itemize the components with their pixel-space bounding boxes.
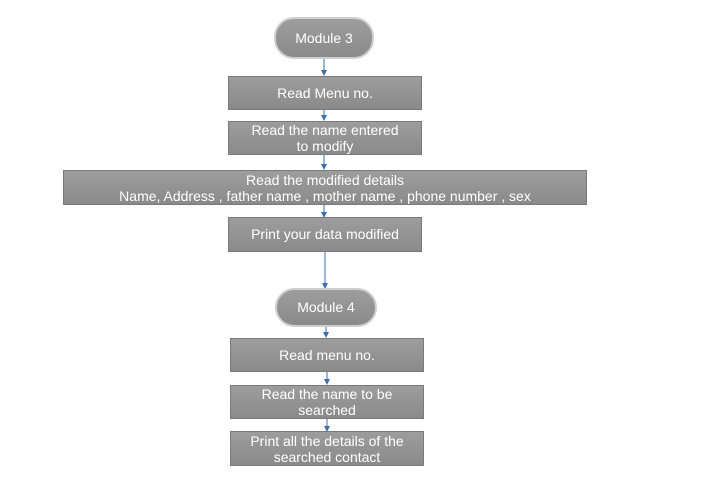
read-name-to-search-line1: Read the name to be [261, 386, 393, 402]
read-menu-no-m4-label: Read menu no. [279, 346, 375, 363]
read-menu-no-m4-process: Read menu no. [230, 338, 424, 372]
read-menu-no-label: Read Menu no. [277, 84, 373, 101]
read-name-to-modify-line1: Read the name entered [251, 122, 399, 138]
print-searched-contact-line2: searched contact [273, 448, 381, 465]
print-searched-contact-line1: Print all the details of the [250, 432, 404, 449]
module-3-terminator: Module 3 [274, 17, 374, 59]
module-4-label: Module 4 [297, 299, 355, 315]
read-modified-details-line1: Read the modified details [246, 171, 404, 188]
read-menu-no-process: Read Menu no. [228, 76, 422, 110]
read-name-to-modify-process: Read the name entered to modify [228, 121, 422, 155]
read-name-to-search-line2: searched [298, 402, 356, 418]
module-3-label: Module 3 [295, 29, 353, 46]
module-4-terminator: Module 4 [275, 288, 377, 327]
read-name-to-search-process: Read the name to be searched [230, 385, 424, 419]
print-searched-contact-process: Print all the details of the searched co… [230, 431, 424, 466]
read-name-to-modify-line2: to modify [296, 138, 354, 154]
print-data-modified-process: Print your data modified [228, 217, 422, 252]
print-data-modified-label: Print your data modified [251, 226, 399, 242]
read-modified-details-line2: Name, Address , father name , mother nam… [119, 187, 531, 204]
read-modified-details-process: Read the modified details Name, Address … [63, 170, 587, 205]
